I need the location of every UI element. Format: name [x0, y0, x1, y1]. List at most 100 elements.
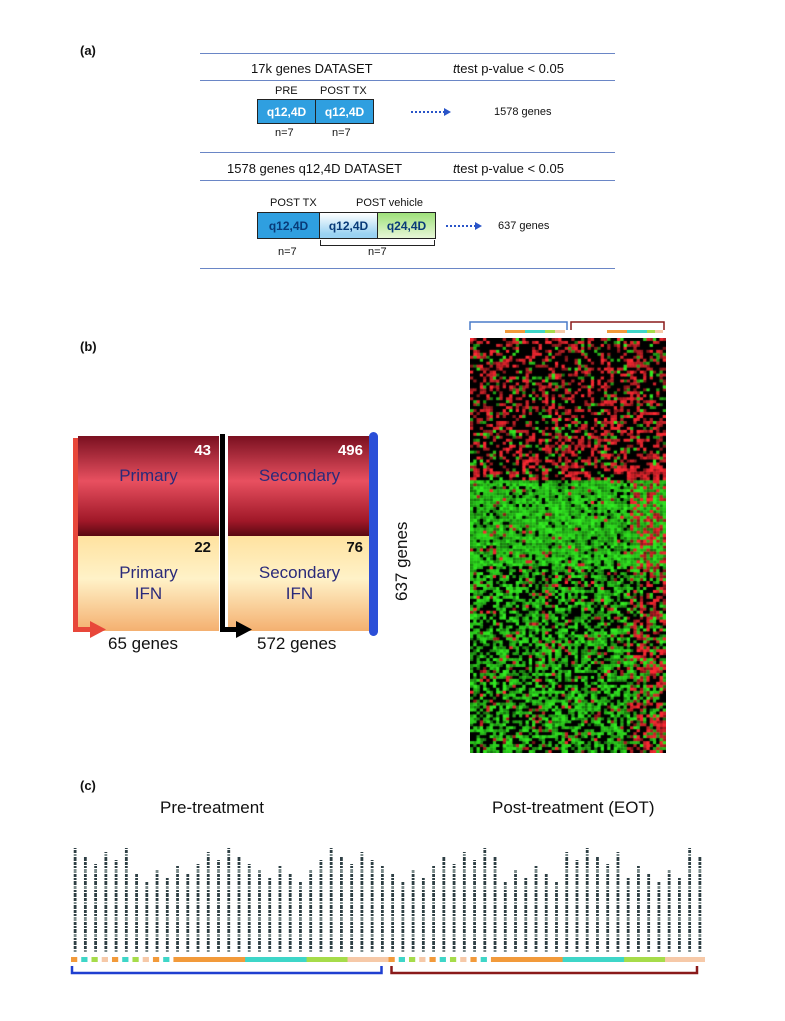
sample-label-glyph — [319, 950, 323, 952]
sample-label-glyph — [585, 922, 589, 925]
sample-label-glyph — [104, 898, 108, 901]
sample-label-glyph — [104, 902, 108, 904]
sample-label-glyph — [442, 922, 446, 925]
sample-label-glyph — [473, 922, 476, 925]
sample-label-column — [258, 870, 261, 952]
sample-label-glyph — [647, 905, 651, 909]
sample-label-glyph — [350, 946, 354, 949]
sample-label-glyph — [94, 914, 98, 916]
sample-label-glyph — [677, 917, 681, 921]
post-treatment-bracket — [390, 966, 699, 975]
sample-label-glyph — [462, 905, 466, 909]
sample-label-glyph — [473, 950, 476, 952]
sample-label-glyph — [227, 857, 231, 861]
sample-label-glyph — [247, 864, 251, 865]
sample-label-glyph — [94, 869, 98, 873]
sample-group-tag — [296, 957, 308, 962]
sample-label-glyph — [258, 917, 261, 921]
sample-label-glyph — [360, 926, 364, 928]
sample-label-glyph — [473, 881, 476, 885]
sample-label-glyph — [268, 926, 272, 928]
sample-label-glyph — [73, 857, 77, 861]
sample-label-glyph — [155, 893, 159, 897]
sample-label-glyph — [319, 869, 323, 873]
sample-label-glyph — [319, 881, 323, 885]
sample-label-glyph — [534, 934, 538, 937]
sample-label-glyph — [196, 893, 200, 897]
sample-label-glyph — [514, 941, 517, 945]
sample-label-glyph — [247, 869, 251, 873]
sample-label-glyph — [524, 938, 528, 940]
sample-group-tag — [142, 957, 149, 962]
sample-label-glyph — [524, 917, 528, 921]
sample-label-glyph — [94, 878, 98, 880]
sample-label-glyph — [329, 866, 333, 868]
sample-label-glyph — [473, 878, 476, 880]
sample-label-glyph — [421, 910, 425, 913]
sample-label-glyph — [206, 854, 210, 856]
sample-label-glyph — [370, 934, 374, 937]
sample-label-glyph — [227, 869, 231, 873]
sample-label-glyph — [247, 917, 251, 921]
sample-label-glyph — [493, 890, 497, 892]
sample-label-glyph — [135, 950, 138, 952]
sample-label-glyph — [350, 866, 354, 868]
sample-label-glyph — [411, 934, 415, 937]
sample-label-glyph — [196, 929, 200, 933]
sample-label-glyph — [534, 898, 538, 901]
panel-a-rule-top — [200, 53, 615, 54]
sample-label-glyph — [380, 929, 384, 933]
sample-label-glyph — [247, 950, 251, 952]
arrow-2-line — [446, 225, 476, 227]
sample-label-glyph — [135, 878, 138, 880]
sample-label-glyph — [206, 874, 210, 877]
sample-label-glyph — [370, 902, 374, 904]
sample-label-glyph — [555, 929, 558, 933]
sample-label-glyph — [575, 934, 579, 937]
sample-label-glyph — [544, 910, 548, 913]
sample-label-glyph — [319, 878, 323, 880]
sample-label-glyph — [329, 854, 333, 856]
sample-label-column — [124, 848, 128, 952]
sample-label-glyph — [698, 922, 702, 925]
primary-label: Primary — [119, 466, 178, 485]
sample-label-glyph — [391, 926, 395, 928]
sample-label-glyph — [145, 934, 149, 937]
sample-label-glyph — [340, 890, 343, 892]
sample-label-glyph — [616, 926, 620, 928]
sample-label-glyph — [514, 946, 517, 949]
sample-label-glyph — [360, 898, 364, 901]
sample-label-glyph — [145, 950, 149, 952]
sample-label-glyph — [401, 898, 405, 901]
sample-label-glyph — [206, 926, 210, 928]
sample-group-tag — [122, 957, 129, 962]
sample-label-glyph — [596, 881, 599, 885]
sample-label-glyph — [247, 946, 251, 949]
sample-label-glyph — [442, 862, 446, 865]
sample-label-glyph — [534, 950, 538, 952]
sample-label-glyph — [370, 866, 374, 868]
sample-label-glyph — [544, 922, 548, 925]
sample-label-glyph — [462, 857, 466, 861]
sample-label-glyph — [268, 914, 272, 916]
sample-label-glyph — [206, 893, 210, 897]
sample-label-glyph — [73, 926, 77, 928]
sample-label-glyph — [575, 946, 579, 949]
sample-label-glyph — [247, 878, 251, 880]
sample-label-glyph — [432, 950, 435, 952]
sample-label-glyph — [114, 869, 118, 873]
sample-label-glyph — [565, 929, 569, 933]
sample-label-glyph — [278, 946, 282, 949]
sample-label-glyph — [196, 886, 200, 889]
sample-label-glyph — [258, 890, 261, 892]
sample-label-glyph — [616, 869, 620, 873]
sample-label-glyph — [667, 941, 671, 945]
panel-c-label: (c) — [80, 778, 96, 793]
sample-label-glyph — [288, 898, 292, 901]
sample-label-glyph — [555, 922, 558, 925]
sample-label-glyph — [637, 905, 640, 909]
sample-label-glyph — [503, 946, 507, 949]
sample-label-glyph — [432, 866, 435, 868]
sample-label-glyph — [340, 902, 343, 904]
row2-test-text: test p-value < 0.05 — [456, 161, 564, 176]
